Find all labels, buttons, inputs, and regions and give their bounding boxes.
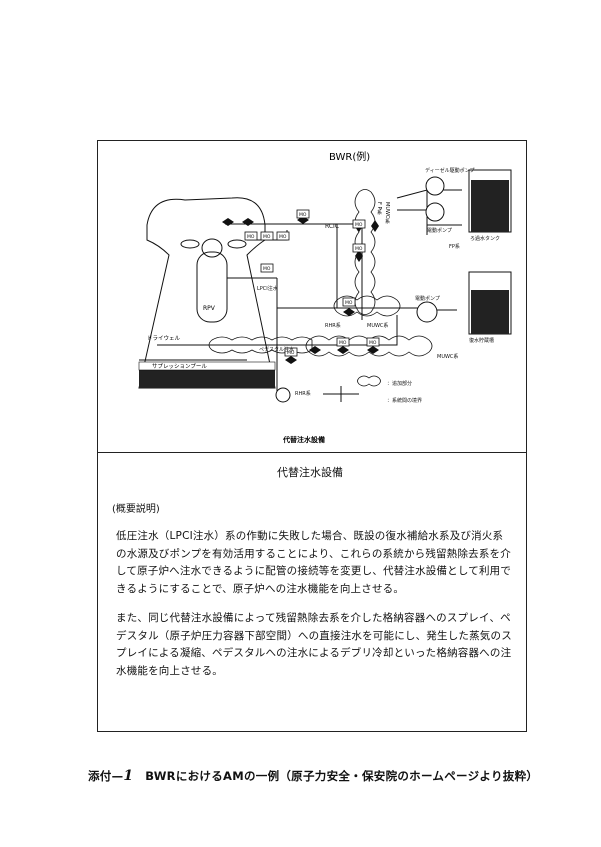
- svg-text:MO: MO: [287, 350, 295, 356]
- fp-system-label: FP系: [449, 243, 460, 250]
- section-divider: [97, 452, 527, 453]
- legend-addition-symbol: [357, 375, 381, 387]
- rhr-lower-label: RHR系: [325, 322, 341, 329]
- diagram-caption: 代替注水設備: [282, 435, 325, 444]
- muwc-label: MUWC系: [367, 322, 388, 329]
- svg-text:MO: MO: [355, 246, 363, 252]
- filtered-water-tank-label: ろ過水タンク: [470, 235, 500, 242]
- paragraph-1: 低圧注水（LPCI注水）系の作動に失敗した場合、既設の復水補給水系及び消火系の水…: [116, 530, 512, 595]
- legend-addition-label: ：追加部分: [387, 380, 412, 387]
- diesel-pump-label: ディーゼル駆動ポンプ: [425, 167, 475, 174]
- fpc-label: F P系: [376, 202, 382, 215]
- suppression-pool: [139, 370, 275, 388]
- electric-pump-fp-label: 電動ポンプ: [427, 227, 452, 234]
- mo-valve-5: [260, 263, 274, 273]
- caption-prefix: 添付—: [88, 769, 124, 783]
- diagram-title: BWR(例): [329, 150, 370, 163]
- electric-pump-muwc: [416, 301, 438, 323]
- section-title: 代替注水設備: [277, 466, 343, 479]
- added-piping-vertical: [354, 189, 376, 315]
- document-frame: [97, 140, 527, 732]
- svg-text:MO: MO: [369, 340, 377, 346]
- mo-valve-2: [244, 231, 258, 241]
- rcic-label: RCIC: [325, 223, 339, 230]
- mo-valve-6: [352, 219, 366, 229]
- svg-text:MO: MO: [263, 266, 271, 272]
- mo-valve-4: [276, 231, 290, 241]
- svg-text:MO: MO: [247, 234, 255, 240]
- mo-valve-11: [366, 337, 380, 347]
- diesel-pump: [425, 176, 445, 196]
- muwc-lower-label: MUWC系: [437, 353, 458, 360]
- electric-pump-muwc-label: 電動ポンプ: [415, 295, 440, 302]
- added-piping-horizontal: [305, 335, 433, 357]
- rhr-label: RHR系: [295, 390, 311, 397]
- paragraph-2: また、同じ代替注水設備によって残留熱除去系を介した格納容器へのスプレイ、ペデスタ…: [116, 612, 512, 677]
- rpv-label: RPV: [203, 305, 216, 312]
- rhr-pump: [275, 387, 291, 403]
- pedestal-injection-label: ペデスタル注水: [259, 346, 294, 353]
- svg-text:MO: MO: [279, 234, 287, 240]
- suppression-pool-label: サプレッションプール: [152, 363, 207, 370]
- mo-valve-3: [260, 231, 274, 241]
- rpv-vessel: [196, 251, 228, 323]
- mo-valve-9: [284, 347, 298, 357]
- caption-number: 1: [123, 768, 134, 784]
- legend-boundary-label: ：系統間の境界: [387, 397, 422, 404]
- rpv-dome: [201, 238, 223, 258]
- added-piping-mid: [333, 295, 401, 317]
- caption-text: BWRにおけるAMの一例（原子力安全・保安院のホームページより抜粋）: [133, 769, 539, 783]
- svg-text:MO: MO: [299, 212, 307, 218]
- svg-text:MO: MO: [355, 222, 363, 228]
- attachment-caption: 添付—1 BWRにおけるAMの一例（原子力安全・保安院のホームページより抜粋）: [88, 768, 538, 784]
- spray-header-left: [180, 239, 200, 249]
- condensate-tank-label: 復水貯蔵槽: [469, 337, 494, 344]
- mo-valve-1: [296, 209, 310, 219]
- svg-text:MO: MO: [339, 340, 347, 346]
- svg-text:MO: MO: [263, 234, 271, 240]
- muwc-vertical-label: MUWC系: [384, 202, 390, 224]
- electric-pump-fp: [425, 202, 445, 222]
- mo-valve-10: [336, 337, 350, 347]
- mo-valve-8: [342, 297, 356, 307]
- added-pedestal-piping: [208, 336, 313, 354]
- drywell-label: ドライウェル: [147, 334, 181, 342]
- spray-header-right: [227, 239, 247, 249]
- overview-label: (概要説明): [112, 504, 160, 515]
- mo-valve-7: [352, 243, 366, 253]
- svg-text:MO: MO: [345, 300, 353, 306]
- lpci-label: LPCI注水: [257, 285, 278, 292]
- containment-vessel: [138, 197, 276, 389]
- bwr-system-diagram: BWR(例) RPV サプレッションプール ドライウェル: [138, 150, 512, 444]
